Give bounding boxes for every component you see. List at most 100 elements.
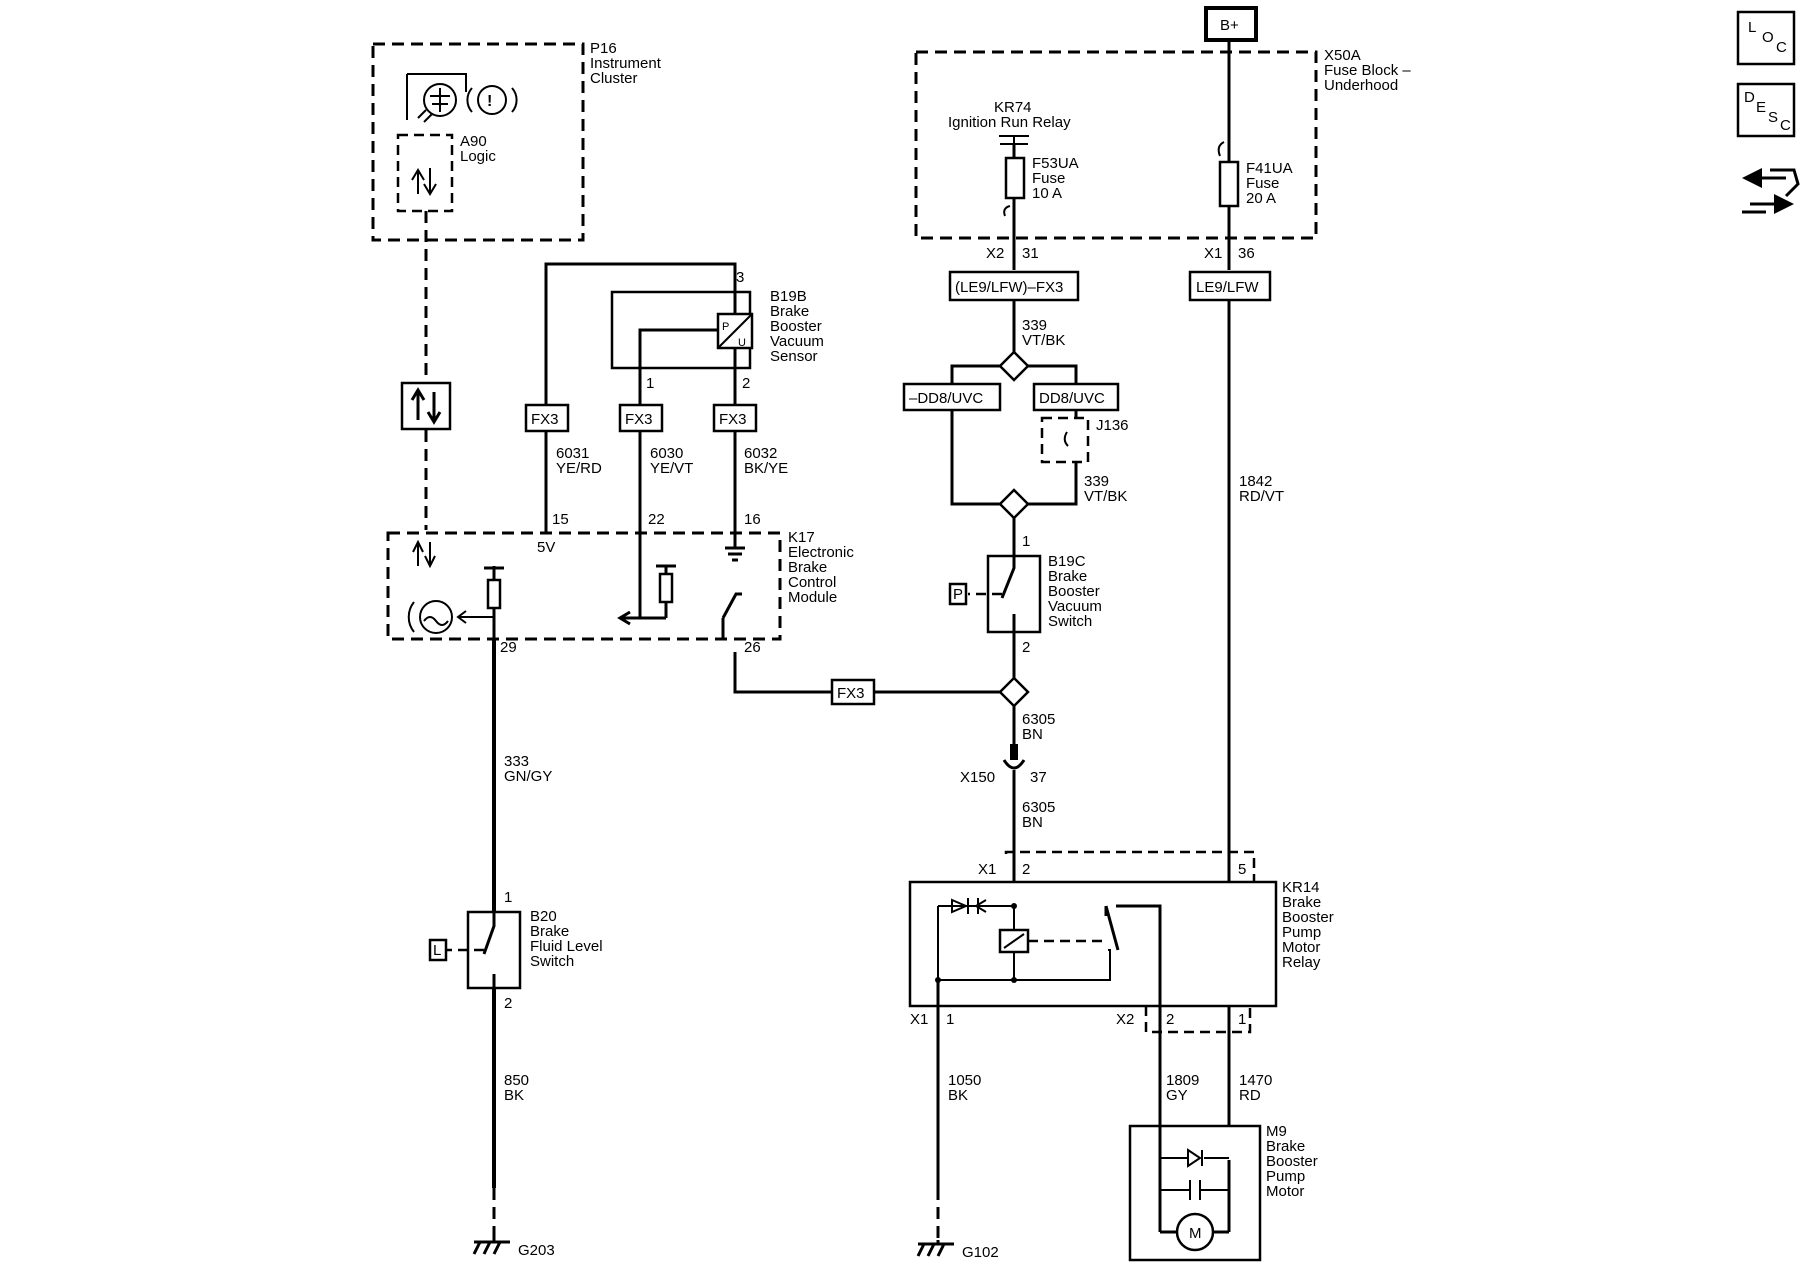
kr14-diode-capacitor-icon	[951, 898, 987, 914]
m9-name-2: Booster	[1266, 1153, 1318, 1170]
brake-booster-vacuum-switch-b19c[interactable]: P B19C Brake Booster Vacuum Switch	[948, 553, 1102, 634]
connector-x150-label: X150	[960, 769, 995, 786]
kr14-connector-x1-top	[1004, 850, 1256, 882]
a90-bidirectional-arrows-icon	[411, 168, 437, 196]
battery-positive-terminal[interactable]: B+	[1204, 6, 1258, 42]
pin-kr14-2-bottom: 2	[1166, 1011, 1174, 1028]
wire-label-850: 850	[504, 1072, 529, 1089]
x50a-id: X50A	[1324, 47, 1361, 64]
b20-level-marker	[428, 938, 448, 962]
brake-booster-vacuum-sensor-b19b[interactable]: P U B19B Brake Booster Vacuum Sensor	[610, 288, 824, 370]
wire-color-1809: GY	[1166, 1087, 1188, 1104]
connector-x150	[1002, 744, 1026, 770]
m9-suppression-diode-icon	[1187, 1148, 1203, 1168]
desc-letter-s: S	[1768, 109, 1778, 126]
option-box-not-dd8-uvc: –DD8/UVC	[902, 382, 1002, 412]
wire-label-6031: 6031	[556, 445, 589, 462]
ground-g102-icon	[916, 1240, 954, 1257]
svg-text:FX3: FX3	[837, 685, 865, 702]
fuse-block-underhood-x50a[interactable]: X50A Fuse Block – Underhood KR74 Ignitio…	[914, 47, 1411, 240]
b19b-id: B19B	[770, 288, 807, 305]
kr14-body	[908, 880, 1278, 1008]
k17-5v-label: 5V	[537, 539, 555, 556]
x50a-name-2: Underhood	[1324, 77, 1398, 94]
wire-color-850: BK	[504, 1087, 524, 1104]
svg-text:LE9/LFW: LE9/LFW	[1196, 279, 1259, 296]
b19b-name-1: Brake	[770, 303, 809, 320]
sensor-p-glyph: P	[722, 321, 729, 333]
instrument-cluster-p16[interactable]: P16 Instrument Cluster ! A90 Logic	[371, 40, 662, 242]
wire-color-339a: VT/BK	[1022, 332, 1065, 349]
svg-text:–DD8/UVC: –DD8/UVC	[909, 390, 983, 407]
wire-color-6305b: BN	[1022, 814, 1043, 831]
b20-name-1: Brake	[530, 923, 569, 940]
wire-339-branches	[950, 410, 1078, 506]
m9-motor-icon	[1175, 1212, 1215, 1252]
wire-color-6305a: BN	[1022, 726, 1043, 743]
kr14-contact-switch-icon	[1104, 904, 1162, 1040]
desc-letter-e: E	[1756, 99, 1766, 116]
kr14-name-5: Relay	[1282, 954, 1321, 971]
pin-x150-37: 37	[1030, 769, 1047, 786]
pin-k17-26: 26	[744, 639, 761, 656]
b20-l-glyph: L	[433, 942, 441, 959]
jumper-j136: J136	[1040, 416, 1129, 464]
b19b-name-3: Vacuum	[770, 333, 824, 350]
brake-fluid-level-switch-b20[interactable]: L B20 Brake Fluid Level Switch	[428, 908, 603, 990]
k17-input-arrow-22	[617, 610, 666, 626]
connector-view-button[interactable]	[1742, 168, 1800, 214]
brake-booster-pump-motor-relay-kr14[interactable]: KR14 Brake Booster Pump Motor Relay	[908, 850, 1334, 1040]
m9-motor-glyph: M	[1189, 1225, 1202, 1242]
electronic-brake-control-module-k17[interactable]: K17 Electronic Brake Control Module 15 2…	[386, 511, 854, 648]
connector-icon	[1742, 168, 1800, 214]
b-plus-label: B+	[1220, 17, 1239, 34]
wire-color-6032: BK/YE	[744, 460, 788, 477]
kr14-id: KR14	[1282, 879, 1320, 896]
wire-label-1842: 1842	[1239, 473, 1272, 490]
location-view-button[interactable]: L O C	[1736, 10, 1796, 66]
svg-text:(LE9/LFW)–FX3: (LE9/LFW)–FX3	[955, 279, 1063, 296]
kr74-name: Ignition Run Relay	[948, 114, 1071, 131]
pin-x50a-36: 36	[1238, 245, 1255, 262]
option-box-fx3-26: FX3	[830, 678, 876, 706]
b19c-p-glyph: P	[953, 586, 963, 603]
kr14-name-1: Brake	[1282, 894, 1321, 911]
pin-b20-1: 1	[504, 889, 512, 906]
wire-color-1842: RD/VT	[1239, 488, 1284, 505]
pin-kr14-1-bottom: 1	[946, 1011, 954, 1028]
x50a-dashed-boundary	[914, 50, 1318, 240]
wire-6030-lower	[620, 432, 642, 620]
brake-booster-pump-motor-m9[interactable]: M M9 Brake Booster Pump Motor	[1128, 1040, 1318, 1262]
pin-b19b-2: 2	[742, 375, 750, 392]
p16-dashed-boundary	[371, 42, 585, 242]
sensor-u-glyph: U	[738, 337, 746, 349]
pin-b19b-3: 3	[736, 269, 744, 286]
f53ua-connector-icon	[1003, 205, 1011, 217]
fuse-f53ua-icon	[1004, 156, 1026, 200]
a90-id: A90	[460, 133, 487, 150]
pin-x50a-x1: X1	[1204, 245, 1222, 262]
option-box-dd8-uvc: DD8/UVC	[1032, 382, 1120, 412]
svg-text:DD8/UVC: DD8/UVC	[1039, 390, 1105, 407]
pin-kr14-1-right: 1	[1238, 1011, 1246, 1028]
p16-name-2: Cluster	[590, 70, 638, 87]
b19c-switch-contact-icon	[1000, 556, 1016, 632]
kr14-connector-x2	[1144, 1006, 1252, 1034]
k17-serial-arrows-icon	[412, 539, 436, 569]
option-box-fx3-6030: FX3	[618, 403, 664, 433]
k17-resistor-29-icon	[486, 578, 502, 610]
kr14-name-3: Pump	[1282, 924, 1321, 941]
j136-connector-icon	[1063, 431, 1069, 447]
option-box-le9-lfw-fx3: (LE9/LFW)–FX3	[948, 270, 1080, 302]
m9-suppression-capacitor-icon	[1160, 1180, 1229, 1200]
m9-name-1: Brake	[1266, 1138, 1305, 1155]
loc-letter-o: O	[1762, 29, 1774, 46]
ground-g203-icon	[472, 1236, 510, 1255]
pin-kr14-x1-bottom: X1	[910, 1011, 928, 1028]
wire-label-339a: 339	[1022, 317, 1047, 334]
description-view-button[interactable]: D E S C	[1736, 82, 1796, 138]
splice-339-top	[998, 350, 1030, 382]
b19c-name-3: Vacuum	[1048, 598, 1102, 615]
svg-text:FX3: FX3	[625, 411, 653, 428]
